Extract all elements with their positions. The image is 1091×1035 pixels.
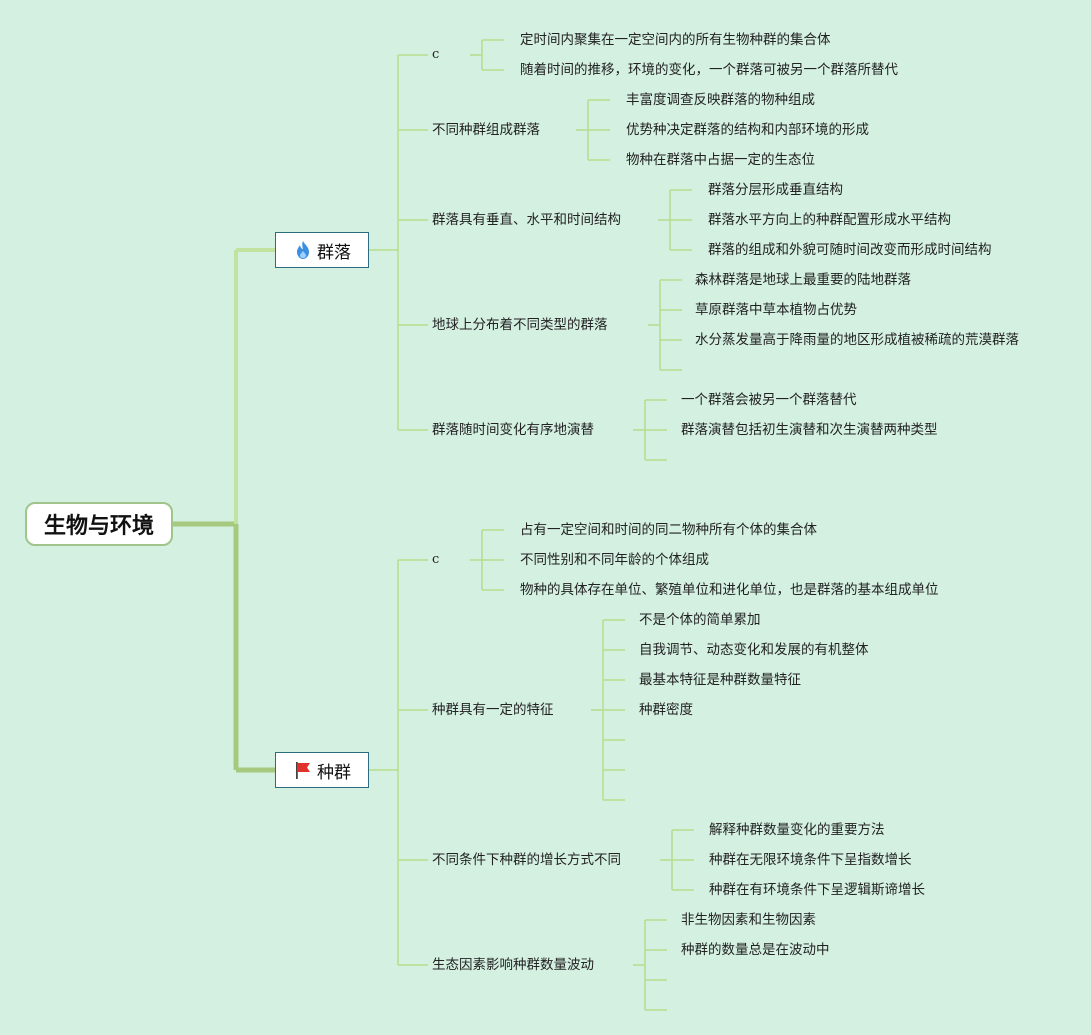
leaf-node[interactable]: 随着时间的推移，环境的变化，一个群落可被另一个群落所替代 [520,62,898,78]
leaf-node[interactable]: 种群密度 [639,702,693,718]
topic-node[interactable]: 地球上分布着不同类型的群落 [432,317,608,333]
leaf-node[interactable]: 最基本特征是种群数量特征 [639,672,801,688]
leaf-node[interactable]: 不是个体的简单累加 [639,612,761,628]
topic-node[interactable]: c [432,552,440,567]
leaf-node[interactable]: 一个群落会被另一个群落替代 [681,392,857,408]
leaf-node[interactable]: 丰富度调查反映群落的物种组成 [626,92,815,108]
leaf-node[interactable]: 种群在无限环境条件下呈指数增长 [709,852,912,868]
red-flag-icon [296,762,310,779]
root-node[interactable]: 生物与环境 [25,502,173,546]
leaf-node[interactable]: 种群的数量总是在波动中 [681,942,830,958]
leaf-node[interactable]: 占有一定空间和时间的同二物种所有个体的集合体 [520,522,817,538]
leaf-node[interactable]: 自我调节、动态变化和发展的有机整体 [639,642,869,658]
leaf-node[interactable]: 解释种群数量变化的重要方法 [709,822,885,838]
leaf-node[interactable]: 种群在有环境条件下呈逻辑斯谛增长 [709,882,925,898]
topic-node[interactable]: c [432,47,440,62]
topic-node[interactable]: 群落具有垂直、水平和时间结构 [432,212,621,228]
branch-label: 群落 [317,242,351,263]
leaf-node[interactable]: 定时间内聚集在一定空间内的所有生物种群的集合体 [520,32,831,48]
branch-node-population[interactable]: 种群 [275,752,369,788]
leaf-node[interactable]: 物种的具体存在单位、繁殖单位和进化单位，也是群落的基本组成单位 [520,582,939,598]
leaf-node[interactable]: 群落水平方向上的种群配置形成水平结构 [708,212,951,228]
leaf-node[interactable]: 不同性别和不同年龄的个体组成 [520,552,709,568]
leaf-node[interactable]: 物种在群落中占据一定的生态位 [626,152,815,168]
topic-node[interactable]: 生态因素影响种群数量波动 [432,957,594,973]
root-label: 生物与环境 [43,514,154,539]
leaf-node[interactable]: 水分蒸发量高于降雨量的地区形成植被稀疏的荒漠群落 [695,332,1019,348]
leaf-node[interactable]: 森林群落是地球上最重要的陆地群落 [695,272,911,288]
leaf-node[interactable]: 优势种决定群落的结构和内部环境的形成 [626,122,869,138]
leaf-node[interactable]: 草原群落中草本植物占优势 [695,302,857,318]
leaf-node[interactable]: 非生物因素和生物因素 [681,912,816,928]
topic-node[interactable]: 不同种群组成群落 [432,122,540,138]
topic-node[interactable]: 群落随时间变化有序地演替 [432,422,594,438]
topic-node[interactable]: 种群具有一定的特征 [432,702,554,718]
fire-icon [297,241,309,259]
branch-node-community[interactable]: 群落 [275,232,369,268]
leaf-node[interactable]: 群落的组成和外貌可随时间改变而形成时间结构 [708,242,992,258]
leaf-node[interactable]: 群落演替包括初生演替和次生演替两种类型 [681,422,938,438]
leaf-node[interactable]: 群落分层形成垂直结构 [708,182,843,198]
topic-node[interactable]: 不同条件下种群的增长方式不同 [432,852,621,868]
branch-label: 种群 [317,762,351,783]
